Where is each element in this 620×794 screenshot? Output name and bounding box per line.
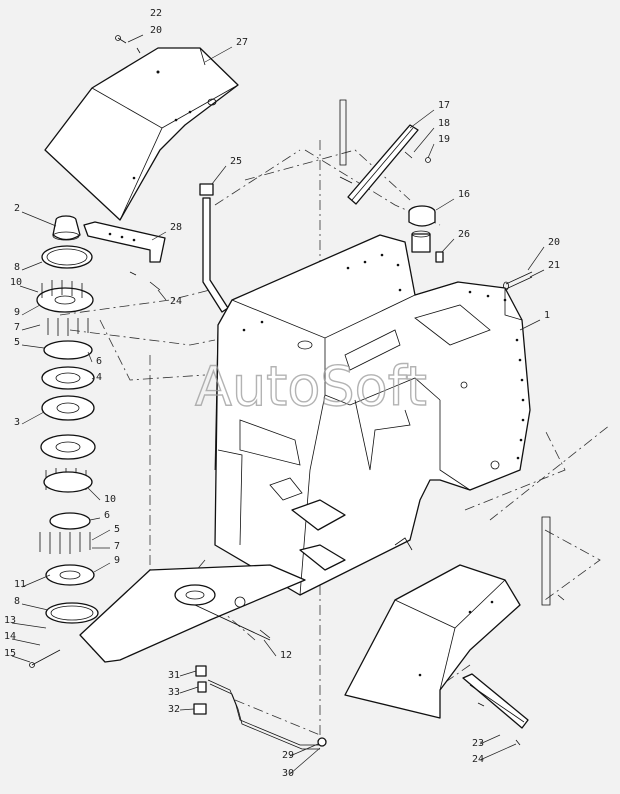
leader-line-c8a (21, 261, 43, 271)
leader-line-c32 (179, 708, 195, 711)
callout-label-c17: 17 (438, 100, 450, 111)
callout-label-c7a: 7 (14, 322, 20, 333)
leader-line-c4 (91, 377, 95, 380)
callout-label-c23: 23 (472, 738, 484, 749)
leader-line-c13 (11, 622, 47, 629)
ladder-strips (339, 99, 565, 606)
callout-label-c20a: 20 (150, 25, 162, 36)
callout-label-c8b: 8 (14, 596, 20, 607)
leader-line-c8b (21, 603, 49, 611)
callout-label-c31: 31 (168, 670, 180, 681)
callout-label-c33: 33 (168, 687, 180, 698)
top-cover-part-27 (44, 47, 239, 221)
callout-label-c9b: 9 (114, 555, 120, 566)
leader-line-c24b (479, 743, 517, 761)
leader-line-c29 (289, 743, 319, 757)
leader-line-c10a (19, 285, 39, 293)
linkage-parts (193, 665, 327, 750)
leader-line-c30 (289, 747, 321, 775)
leader-line-c10b (87, 487, 101, 501)
callout-label-c24a: 24 (170, 296, 182, 307)
callout-label-c32: 32 (168, 704, 180, 715)
callout-label-c11: 11 (14, 579, 26, 590)
leader-line-c28 (151, 231, 167, 241)
leader-line-c27 (204, 46, 233, 63)
callout-label-c27: 27 (236, 37, 248, 48)
callout-label-c10b: 10 (104, 494, 116, 505)
leader-line-c20a (127, 34, 144, 43)
callout-label-c1: 1 (544, 310, 550, 321)
leader-line-c14 (11, 638, 41, 646)
bolt-22 (115, 35, 141, 54)
leader-line-c6a (87, 351, 93, 363)
callout-label-c7b: 7 (114, 541, 120, 552)
callout-label-c24b: 24 (472, 754, 484, 765)
callout-label-c25: 25 (230, 156, 242, 167)
callout-label-c22a: 22 (150, 8, 162, 19)
callout-label-c28: 28 (170, 222, 182, 233)
leader-line-c9b (93, 562, 111, 573)
lever-part-25 (199, 183, 229, 313)
callout-label-c9a: 9 (14, 307, 20, 318)
callout-label-c8a: 8 (14, 262, 20, 273)
callout-label-c12: 12 (280, 650, 292, 661)
callout-label-c30: 30 (282, 768, 294, 779)
leader-line-c33 (179, 686, 199, 694)
callout-label-c10a: 10 (10, 277, 22, 288)
callout-label-c15: 15 (4, 648, 16, 659)
leader-line-c3 (21, 411, 45, 425)
leader-line-c6b (89, 517, 101, 521)
leader-line-c20b (527, 246, 545, 271)
cap-part-16 (408, 205, 444, 263)
fender-part (344, 564, 521, 719)
callout-label-c13: 13 (4, 615, 16, 626)
callout-label-c20b: 20 (548, 237, 560, 248)
main-housing-part-1 (214, 234, 531, 596)
leader-line-c2 (21, 211, 57, 227)
leader-line-c17 (409, 109, 435, 129)
leader-line-c16 (435, 198, 455, 211)
callout-label-c29: 29 (282, 750, 294, 761)
leader-line-c31 (179, 670, 197, 677)
leader-line-c5a (21, 344, 45, 349)
bolt-20-21 (503, 271, 533, 291)
leader-line-c18 (413, 127, 435, 153)
callout-label-c14: 14 (4, 631, 16, 642)
leader-line-c23 (479, 734, 501, 745)
bracket-part-28 (83, 221, 166, 291)
leader-line-c15 (11, 655, 31, 663)
rail-part-17 (339, 124, 431, 205)
callout-label-c21: 21 (548, 260, 560, 271)
callout-label-c2: 2 (14, 203, 20, 214)
leader-line-c9a (21, 304, 41, 316)
callout-label-c6a: 6 (96, 356, 102, 367)
callout-label-c19: 19 (438, 134, 450, 145)
leader-line-c11 (21, 574, 51, 588)
leader-line-c5b (91, 529, 111, 541)
callout-label-c16: 16 (458, 189, 470, 200)
leader-line-c12 (263, 639, 277, 657)
callout-label-c4: 4 (96, 372, 102, 383)
leader-line-c7a (21, 324, 41, 331)
callout-label-c5a: 5 (14, 337, 20, 348)
leader-line-c19 (427, 143, 435, 159)
callout-label-c3: 3 (14, 417, 20, 428)
leader-line-c25 (211, 165, 227, 185)
leader-line-c21 (529, 269, 545, 278)
bracket-part-23 (462, 673, 529, 746)
callout-label-c5b: 5 (114, 524, 120, 535)
leader-line-c26 (441, 238, 455, 253)
callout-label-c18: 18 (438, 118, 450, 129)
callout-label-c26: 26 (458, 229, 470, 240)
base-plate (79, 564, 306, 663)
leader-line-c1 (519, 319, 541, 331)
watermark: AutoSoft (195, 355, 427, 418)
left-parts-stack (29, 215, 99, 668)
callout-label-c6b: 6 (104, 510, 110, 521)
leader-line-c24a (157, 289, 167, 301)
leader-lines (11, 34, 545, 775)
